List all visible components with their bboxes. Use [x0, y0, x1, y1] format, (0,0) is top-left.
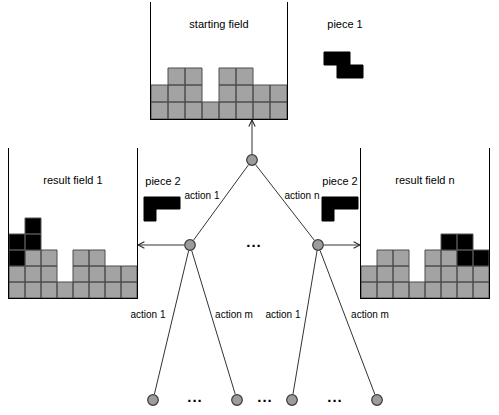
action-label: action 1: [265, 309, 300, 321]
action-edge: [293, 251, 317, 394]
search-node: [312, 239, 324, 251]
node-circle: [313, 240, 324, 251]
search-node: [147, 394, 159, 406]
next-piece: [324, 52, 363, 78]
node-outline: [246, 154, 258, 166]
piece-label: piece 1: [327, 18, 362, 31]
search-node: [246, 154, 258, 166]
action-label: action 1: [184, 190, 219, 202]
action-edge: [320, 251, 375, 395]
game-field: result field n: [360, 148, 490, 299]
action-edge: [194, 165, 249, 240]
node-outline: [312, 239, 324, 251]
field-title: result field n: [361, 148, 489, 187]
placed-piece: [441, 234, 489, 266]
next-piece: [322, 197, 358, 221]
field-title: result field 1: [9, 148, 137, 187]
game-field: result field 1: [8, 148, 138, 299]
action-edge: [256, 165, 315, 241]
action-label: action m: [351, 309, 389, 321]
search-node: [231, 394, 243, 406]
field-title: starting field: [151, 2, 287, 31]
node-circle: [247, 155, 258, 166]
result-arrow: [252, 120, 253, 154]
ellipsis: ...: [257, 389, 273, 404]
game-field: starting field: [150, 2, 288, 120]
result-arrow: [138, 245, 184, 246]
node-outline: [231, 394, 243, 406]
placed-piece: [9, 218, 41, 266]
node-circle: [232, 395, 243, 406]
node-outline: [147, 394, 159, 406]
result-stack: [361, 234, 489, 298]
node-circle: [185, 240, 196, 251]
piece-label: piece 2: [145, 175, 180, 188]
starting-stack: [151, 68, 287, 119]
piece-cells: [322, 197, 358, 221]
action-label: action 1: [130, 309, 165, 321]
node-outline: [371, 394, 383, 406]
search-node: [286, 394, 298, 406]
next-piece: [144, 197, 180, 221]
piece-cells: [324, 52, 363, 78]
action-label: action n: [284, 190, 319, 202]
piece-label: piece 2: [322, 175, 357, 188]
node-outline: [286, 394, 298, 406]
ellipsis: ...: [327, 389, 343, 404]
stack-cells: [151, 68, 287, 119]
ellipsis: ...: [187, 389, 203, 404]
node-circle: [148, 395, 159, 406]
search-node: [184, 239, 196, 251]
piece-cells: [144, 197, 180, 221]
action-edge: [154, 251, 188, 394]
stack-cells: [9, 250, 137, 298]
node-circle: [287, 395, 298, 406]
result-arrow: [324, 245, 360, 246]
node-outline: [184, 239, 196, 251]
node-circle: [372, 395, 383, 406]
result-stack: [9, 218, 137, 298]
search-node: [371, 394, 383, 406]
ellipsis: ...: [246, 234, 262, 249]
action-edge: [192, 251, 236, 395]
action-label: action m: [215, 309, 253, 321]
